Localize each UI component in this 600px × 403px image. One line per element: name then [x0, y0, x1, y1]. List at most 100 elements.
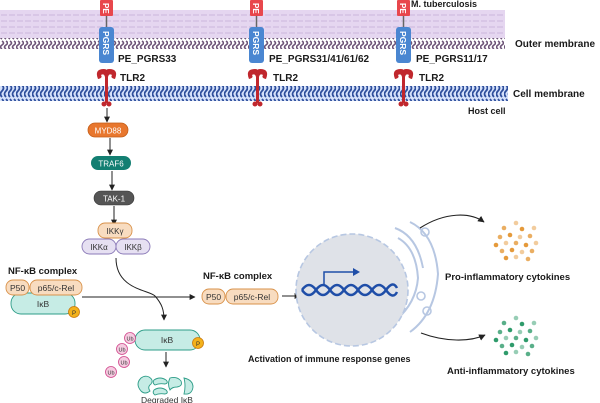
- pro-inflammatory-label: Pro-inflammatory cytokines: [445, 272, 570, 283]
- ub-label: Ub: [126, 337, 133, 343]
- cytokine-dot: [499, 248, 505, 254]
- cytokine-dot: [497, 329, 503, 335]
- activation-label: Activation of immune response genes: [248, 354, 411, 364]
- cytokine-dot: [503, 255, 509, 261]
- organism-label: M. tuberculosis: [411, 0, 477, 9]
- pgrs-label: PGRS: [101, 31, 111, 55]
- ikk-complex: IKKγ IKKα IKKβ: [81, 222, 151, 255]
- cytokine-dot: [525, 351, 531, 357]
- ub-label: Ub: [120, 361, 127, 367]
- cytokine-dot: [519, 226, 525, 232]
- cytokine-dot: [523, 337, 529, 343]
- p65-protein: [29, 279, 83, 296]
- ikk-beta: [115, 238, 151, 255]
- tlr2-label-2: TLR2: [273, 73, 298, 84]
- p50-label: P50: [206, 292, 221, 302]
- cytokine-dot: [527, 328, 533, 334]
- pro-cytokine-arrow: [419, 214, 485, 229]
- anti-inflammatory-label: Anti-inflammatory cytokines: [447, 366, 575, 377]
- tlr2-label-1: TLR2: [120, 73, 145, 84]
- outer-membrane-label: Outer membrane: [515, 39, 595, 50]
- cytokine-dot: [499, 343, 505, 349]
- ikk-gamma: [97, 222, 133, 239]
- cytokine-dot: [513, 254, 519, 260]
- pe-pgrs-protein-2: PE PGRS: [249, 0, 264, 63]
- pe-pgrs-protein-1: PE PGRS: [99, 0, 114, 63]
- nfkb-complex-2: P50 p65/c-Rel: [201, 288, 279, 305]
- ikk-gamma-label: IKKγ: [107, 227, 124, 236]
- myd88-node: MYD88: [87, 122, 129, 138]
- pe-domain: [397, 0, 410, 16]
- cell-membrane: [0, 86, 508, 101]
- cytokine-dot: [513, 335, 519, 341]
- ubiquitin: [124, 332, 136, 344]
- cytokine-dot: [493, 242, 499, 248]
- nfkb-complex-1: IκB P50 p65/c-Rel P: [5, 279, 83, 318]
- pgrs-label: PGRS: [251, 31, 261, 55]
- host-cell-label: Host cell: [468, 106, 506, 116]
- cytokine-dot: [497, 234, 503, 240]
- pgrs-domain: [249, 27, 264, 63]
- phospho-group: [192, 337, 204, 349]
- cytokine-dot: [501, 225, 507, 231]
- tak1-node: TAK-1: [93, 190, 135, 206]
- cytokine-dot: [519, 249, 525, 255]
- pe-pgrs33-label: PE_PGRS33: [118, 54, 177, 65]
- nfkb-complex-label-1: NF-κB complex: [8, 266, 78, 277]
- pe-pgrs11-label: PE_PGRS11/17: [416, 54, 488, 65]
- tlr2-label-3: TLR2: [419, 73, 444, 84]
- ubiquitin: [105, 366, 117, 378]
- ikk-beta-label: IKKβ: [124, 243, 142, 252]
- cytokine-dot: [529, 343, 535, 349]
- tlr2-receptor-3: [393, 69, 414, 107]
- degraded-ikb-fragments: [137, 375, 194, 396]
- cytokine-dot: [503, 335, 509, 341]
- nfkb-complex-label-2: NF-κB complex: [203, 271, 273, 282]
- pe-label: PE: [101, 3, 110, 14]
- cytokine-dot: [507, 327, 513, 333]
- p50-protein: [5, 279, 30, 296]
- phospho-label: P: [72, 311, 76, 317]
- cytokine-dot: [513, 315, 519, 321]
- traf6-label: TRAF6: [98, 160, 124, 169]
- ubiquitin: [116, 343, 128, 355]
- transcription-arrow-icon: [353, 268, 360, 276]
- pe-domain: [250, 0, 263, 16]
- cytokine-dot: [531, 320, 537, 326]
- phospho-group: [68, 306, 80, 318]
- cell-membrane-label: Cell membrane: [513, 89, 585, 100]
- pgrs-domain: [396, 27, 411, 63]
- cytokine-dot: [531, 225, 537, 231]
- p65-label: p65/c-Rel: [234, 292, 270, 302]
- cytokine-dot: [493, 337, 499, 343]
- tak1-label: TAK-1: [103, 195, 126, 204]
- cytokine-dot: [513, 240, 519, 246]
- p65-protein: [225, 288, 279, 305]
- pgrs-domain: [99, 27, 114, 63]
- cytokine-dot: [523, 242, 529, 248]
- pe-pgrs-protein-3: PE PGRS: [396, 0, 411, 63]
- cytokine-dot: [509, 342, 515, 348]
- cytokine-dot: [513, 349, 519, 355]
- pgrs-label: PGRS: [398, 31, 408, 55]
- phosphorylation-arrow: [115, 257, 167, 321]
- ikb-label: IκB: [161, 335, 174, 345]
- tlr2-receptor-2: [247, 69, 268, 107]
- ikk-alpha-label: IKKα: [90, 243, 108, 252]
- ub-label: Ub: [107, 371, 114, 377]
- p50-protein: [201, 288, 226, 305]
- tlr2-receptor-1: [96, 69, 117, 107]
- p50-label: P50: [10, 283, 25, 293]
- cytokine-dot: [501, 320, 507, 326]
- pe-label: PE: [398, 3, 407, 14]
- dna-helix: [300, 268, 399, 297]
- ubiquitin: [118, 356, 130, 368]
- cytokine-dot: [519, 344, 525, 350]
- traf6-node: TRAF6: [91, 156, 131, 170]
- ub-label: Ub: [118, 348, 125, 354]
- anti-cytokine-arrow: [420, 332, 486, 341]
- cytokine-dot: [533, 335, 539, 341]
- cytokine-dot: [509, 247, 515, 253]
- degraded-ikb-label: Degraded IκB: [141, 395, 193, 403]
